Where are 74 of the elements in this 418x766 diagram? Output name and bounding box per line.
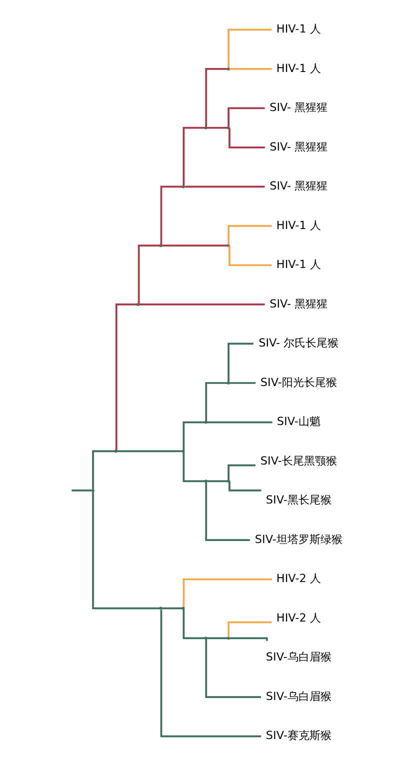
connector: [230, 637, 268, 641]
connector: [228, 464, 256, 480]
connector: [184, 186, 265, 188]
node-point: [227, 636, 230, 640]
connector: [230, 68, 272, 70]
node-point: [227, 67, 230, 70]
node-point: [227, 382, 230, 384]
connector: [116, 450, 182, 452]
node-point: [227, 244, 230, 248]
node-point: [92, 489, 94, 492]
node-point: [227, 126, 230, 130]
connector: [139, 304, 265, 306]
connector: [228, 28, 272, 68]
node-point: [159, 606, 162, 610]
node-text: HIV-1 人: [276, 22, 321, 36]
connector: [230, 382, 256, 384]
connector: [205, 68, 228, 127]
node-text: HIV-2 人: [276, 572, 321, 586]
node-text: SIV- 尔氏长尾猴: [258, 336, 339, 350]
node-point: [204, 420, 208, 424]
node-text: HIV-1 人: [276, 62, 321, 75]
connector: [92, 492, 160, 610]
node-text: SIV-长尾黑颚猴: [260, 454, 337, 468]
connector: [205, 382, 228, 421]
node-point: [182, 185, 185, 188]
node-point: [182, 450, 185, 453]
connector: [162, 244, 228, 247]
node-point: [204, 126, 208, 130]
connector: [228, 342, 254, 382]
connector: [72, 490, 92, 492]
node-text: SIV-阳光长尾猴: [260, 376, 337, 389]
connector: [182, 126, 205, 186]
connector: [115, 304, 137, 451]
connector: [207, 637, 228, 640]
connector: [228, 107, 265, 127]
node-point: [114, 450, 118, 453]
connector: [205, 639, 262, 698]
connector: [228, 128, 265, 148]
connector: [160, 186, 182, 245]
node-text: SIV-乌白眉猴: [266, 650, 332, 664]
connector: [207, 480, 228, 482]
connector: [205, 482, 250, 541]
connector: [206, 421, 272, 424]
node-point: [227, 480, 230, 483]
connector: [228, 621, 272, 638]
connector: [182, 610, 205, 640]
node-point: [204, 480, 208, 483]
node-text: SIV-坦塔罗斯绿猴: [254, 532, 342, 546]
node-text: SIV-乌白眉猴: [266, 690, 332, 703]
node-text: SIV- 黑猩猩: [270, 101, 328, 114]
node-point: [136, 303, 140, 306]
node-text: HIV-1 人: [276, 258, 321, 272]
connector: [207, 126, 228, 129]
node-text: SIV- 黑猩猩: [270, 297, 328, 310]
node-text: SIV-赛克斯猴: [266, 729, 332, 742]
node-text: HIV-1 人: [276, 218, 321, 232]
connector: [92, 450, 114, 490]
connector: [228, 246, 272, 266]
connector: [182, 578, 272, 608]
node-text: SIV-黑长尾猴: [266, 494, 332, 507]
node-text: SIV- 黑猩猩: [270, 180, 328, 193]
node-text: HIV-2 人: [276, 611, 321, 624]
node-point: [204, 636, 208, 640]
connector: [182, 421, 205, 450]
node-point: [159, 244, 162, 248]
connector: [162, 607, 182, 610]
node-point: [182, 606, 185, 610]
node-text: SIV- 黑猩猩: [270, 140, 328, 154]
connector: [182, 452, 205, 482]
node-text: SIV-山魈: [276, 415, 320, 428]
connector: [160, 610, 262, 738]
connector: [228, 225, 272, 245]
connector: [228, 481, 262, 492]
connector: [138, 244, 160, 304]
